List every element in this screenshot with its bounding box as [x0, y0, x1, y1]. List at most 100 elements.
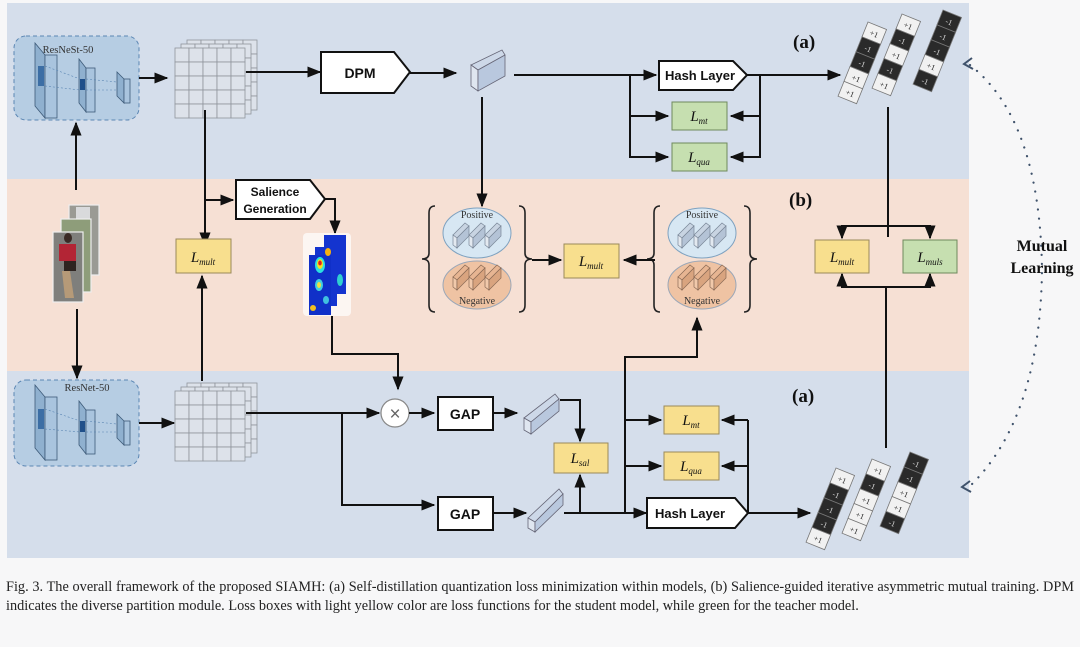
hash-code-column: +1 -1 +1 -1 +1 [871, 13, 922, 97]
hash-layer-top: Hash Layer [658, 60, 749, 91]
hash-bit-value: +1 [860, 495, 871, 507]
positive-samples: Positive [667, 207, 737, 259]
loss-mt-student: Lmt [663, 405, 720, 435]
hash-bit-value: +1 [892, 503, 903, 515]
loss-mult-right: Lmult [814, 239, 870, 274]
teacher-feature-vector [470, 49, 506, 92]
hash-bit-value: +1 [925, 61, 936, 73]
hash-bit-value: -1 [938, 32, 948, 43]
negative-samples: Negative [442, 260, 512, 310]
positive-label: Positive [461, 210, 494, 221]
left-brace [421, 205, 436, 313]
hash-bit-value: +1 [844, 88, 855, 100]
hash-bit [912, 68, 939, 93]
negative-label: Negative [684, 296, 721, 307]
loss-mt-teacher: Lmt [671, 101, 728, 131]
hash-bit-value: -1 [944, 17, 954, 28]
negative-samples: Negative [667, 260, 737, 310]
svg-text:Lmt: Lmt [689, 109, 708, 126]
hash-bit-value: -1 [932, 46, 942, 57]
arrow-to-lmult-right-top [836, 225, 888, 240]
mutual-learning-label-1: Mutual [1017, 238, 1068, 255]
student-salient-feature-vector [523, 393, 560, 435]
hash-code-column: -1 -1 -1 +1 -1 [912, 9, 963, 93]
svg-text:Lqua: Lqua [687, 150, 710, 167]
hash-bit-value: -1 [885, 65, 895, 76]
svg-text:Lmult: Lmult [578, 254, 604, 271]
panel-a-top [7, 3, 969, 179]
framework-diagram: (a) (b) (a) ResNeSt-50 DPM [7, 3, 1074, 558]
hash-bit [871, 72, 898, 97]
student-feature-map [174, 382, 258, 462]
dpm-label: DPM [344, 65, 375, 81]
arrow-salient-to-lsal [560, 399, 586, 443]
hash-bit [837, 80, 864, 105]
hash-code-column: +1-1+1+1+1 [841, 458, 892, 542]
loss-muls-right: Lmuls [902, 239, 958, 274]
hash-bit-value: +1 [850, 73, 861, 85]
student-backbone-label: ResNet-50 [65, 383, 110, 394]
arrow-salience-to-multiply [331, 316, 404, 391]
gap-block-bottom: GAP [437, 496, 494, 531]
hash-bit-value: -1 [897, 36, 907, 47]
svg-text:Lmult: Lmult [829, 250, 855, 267]
gap-block-top: GAP [437, 396, 494, 431]
hash-bit-value: +1 [878, 80, 889, 92]
positive-samples: Positive [442, 207, 512, 259]
hash-bit-value: +1 [868, 28, 879, 40]
loss-sal: Lsal [553, 442, 609, 474]
hash-bit-value: +1 [898, 488, 909, 500]
mutual-learning-label-2: Learning [1010, 260, 1073, 277]
hash-bit [805, 526, 832, 551]
hash-bit-value: +1 [890, 50, 901, 62]
arrow-to-lmult-right-bottom [836, 272, 888, 288]
svg-text:Lsal: Lsal [570, 451, 590, 468]
svg-text:GAP: GAP [450, 506, 480, 522]
salience-maps [303, 233, 351, 316]
arrow-hash-to-lqua-top [729, 75, 761, 163]
hash-bit-value: +1 [902, 20, 913, 32]
teacher-backbone-label: ResNeSt-50 [43, 45, 94, 56]
hash-code-column: -1-1+1+1-1 [879, 451, 930, 535]
negative-label: Negative [459, 296, 496, 307]
hash-bit-value: -1 [887, 518, 897, 529]
right-brace [743, 205, 758, 313]
hash-bit-value: -1 [825, 504, 835, 515]
positive-label: Positive [686, 210, 719, 221]
svg-text:Hash Layer: Hash Layer [655, 506, 725, 521]
hash-bit-value: +1 [854, 510, 865, 522]
arrow-to-lmuls-bottom [888, 272, 936, 288]
input-images [52, 204, 100, 303]
dpm-block: DPM [320, 51, 412, 94]
svg-text:Lqua: Lqua [679, 459, 702, 476]
hash-bit-value: -1 [920, 76, 930, 87]
hash-layer-bottom: Hash Layer [646, 497, 750, 529]
salience-generation-label-2: Generation [243, 202, 306, 216]
arrow-student-to-sample-set-right [624, 316, 703, 420]
loss-mult-center: Lmult [563, 243, 620, 279]
hash-bit [841, 517, 868, 542]
hash-layer-top-label: Hash Layer [665, 68, 735, 83]
arrow-featuremap-to-gap-bottom [341, 413, 436, 511]
hash-bit-value: -1 [857, 58, 867, 69]
arrow-salience-to-map [325, 198, 341, 235]
hash-bit [879, 510, 906, 535]
hash-bit-value: -1 [867, 481, 877, 492]
student-global-feature-vector [527, 488, 564, 533]
panel-tag-a-bottom: (a) [792, 386, 814, 407]
figure-caption: Fig. 3. The overall framework of the pro… [6, 579, 1074, 614]
svg-text:×: × [389, 404, 400, 425]
hash-bit-value: +1 [848, 525, 859, 537]
hash-code-column: +1-1-1-1+1 [805, 467, 856, 551]
salience-generation-label-1: Salience [251, 185, 300, 199]
mutual-arrowhead-top-icon [962, 57, 974, 70]
svg-text:Lmt: Lmt [681, 413, 700, 430]
arrow-feature-to-lqua-top [629, 75, 670, 163]
mutual-arrowhead-bottom-icon [960, 480, 972, 493]
hash-bit-value: -1 [819, 519, 829, 530]
loss-mult-left: Lmult [175, 238, 232, 274]
hash-codes-student: +1-1-1-1+1+1-1+1+1+1-1-1+1+1-1 [805, 451, 930, 551]
hash-bit-value: +1 [836, 474, 847, 486]
